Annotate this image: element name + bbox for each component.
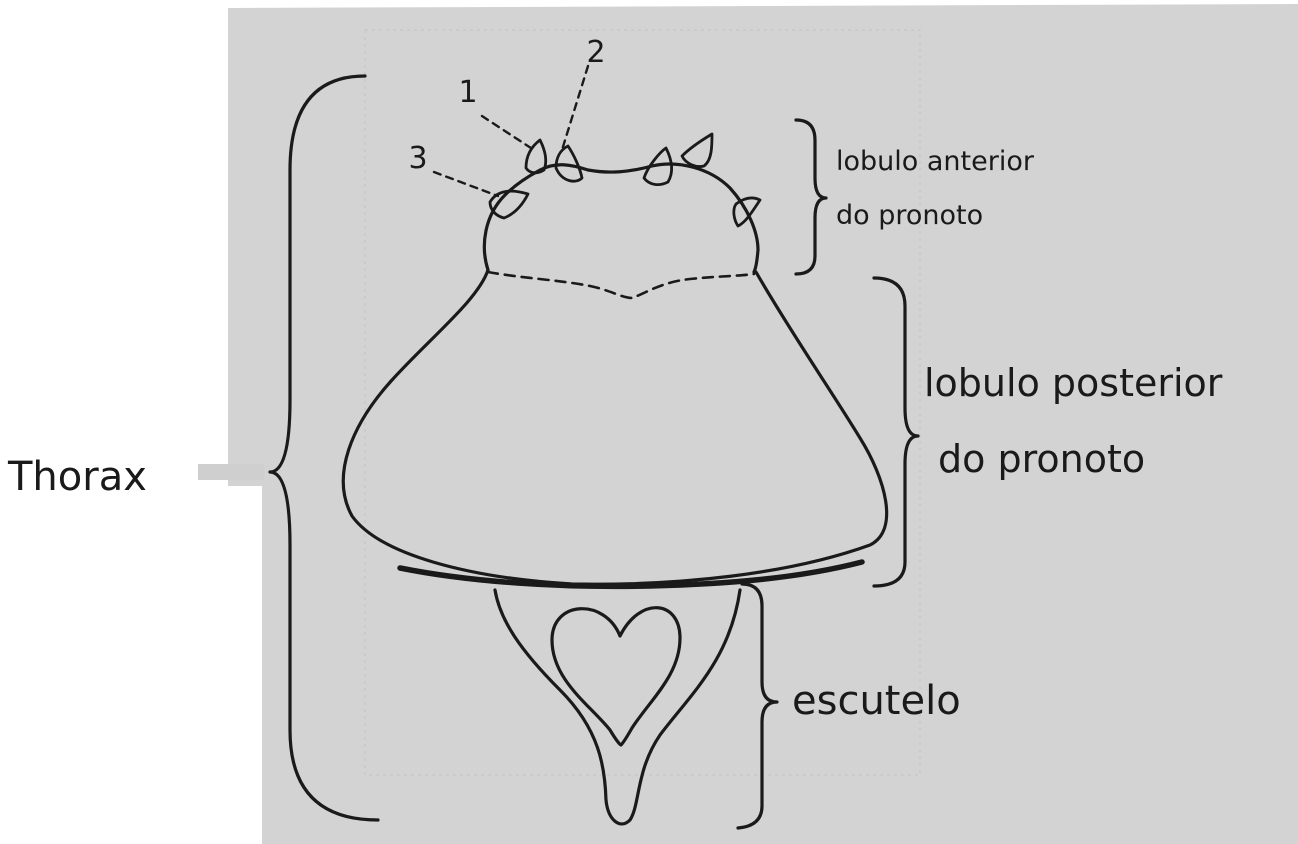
callout-number-2: 2: [586, 35, 605, 70]
thorax-connector: [198, 464, 264, 480]
anterior-lobe-label-line2: do pronoto: [836, 200, 983, 231]
anterior-lobe-label-line1: lobulo anterior: [836, 146, 1035, 177]
callout-number-3: 3: [408, 141, 427, 176]
callout-number-1: 1: [458, 75, 477, 110]
posterior-lobe-label-line2: do pronoto: [938, 437, 1145, 481]
escutelo-label: escutelo: [792, 678, 961, 724]
thorax-label: Thorax: [7, 454, 147, 500]
posterior-lobe-label-line1: lobulo posterior: [924, 361, 1223, 405]
